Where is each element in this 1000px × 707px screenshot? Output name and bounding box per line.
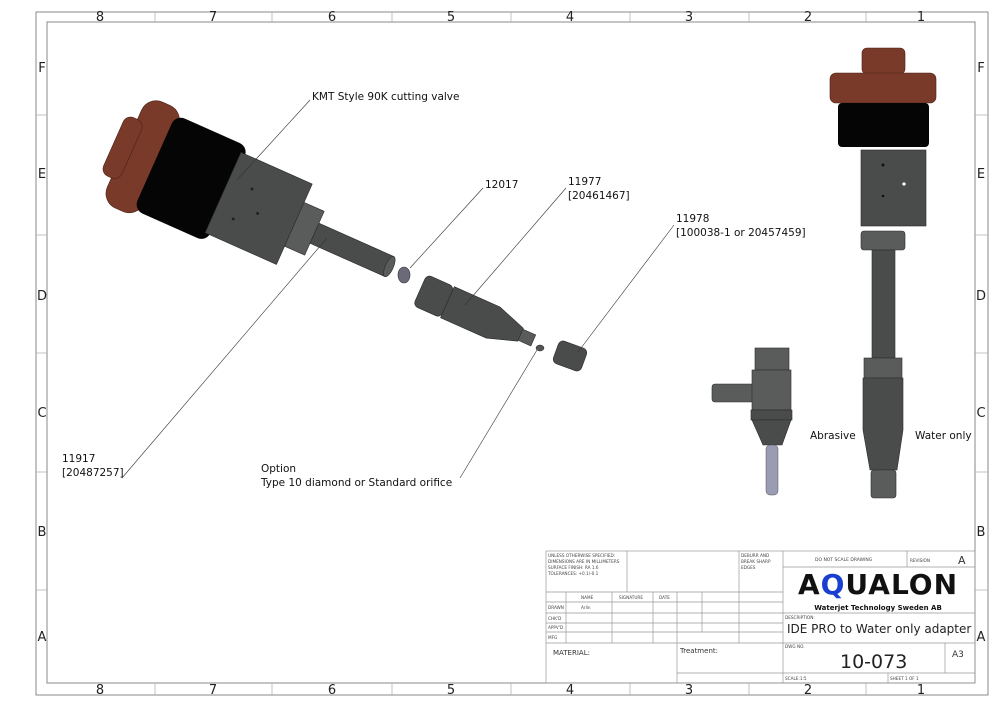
spec-note: TOLERANCES: +0.1/-0.1 <box>547 571 599 576</box>
callout-nozzle-body-part-no: [20461467] <box>568 190 630 202</box>
water-only-assembly <box>829 47 937 499</box>
zone-column-label: 8 <box>96 683 104 698</box>
header-date: DATE <box>659 595 670 600</box>
callout-orifice: Option <box>261 463 296 475</box>
zone-dividers <box>36 12 988 695</box>
row-labels-right: F E D C B A <box>976 61 986 645</box>
zone-column-label: 2 <box>804 10 812 25</box>
zone-row-label: C <box>37 406 46 421</box>
callout-orifice-type: Type 10 diamond or Standard orifice <box>260 477 452 489</box>
drawn-by: Arlin <box>581 605 591 610</box>
orifice-option <box>535 344 545 352</box>
cutting-valve-exploded <box>102 100 396 278</box>
zone-column-label: 6 <box>328 683 336 698</box>
adapter-shaft <box>309 222 395 278</box>
label-water-only: Water only <box>915 430 972 442</box>
zone-row-label: D <box>37 289 47 304</box>
row-label: APPV'D <box>548 625 563 630</box>
callout-labels: KMT Style 90K cutting valve 12017 11977 … <box>62 91 972 489</box>
zone-column-label: 1 <box>917 683 925 698</box>
deburr-note: EDGES <box>741 565 756 570</box>
row-label: DRAWN <box>548 605 564 610</box>
callout-seal: 12017 <box>485 179 518 191</box>
zone-column-label: 1 <box>917 10 925 25</box>
zone-row-label: B <box>38 525 47 540</box>
zone-column-label: 6 <box>328 10 336 25</box>
deburr-note: DEBURR AND <box>741 553 769 558</box>
row-label: MFG <box>548 635 557 640</box>
zone-column-label: 7 <box>209 10 217 25</box>
callout-adapter-part-no: [20487257] <box>62 467 124 479</box>
drawing-number: 10-073 <box>840 651 907 673</box>
deburr-note: BREAK SHARP <box>741 559 771 564</box>
zone-column-label: 5 <box>447 683 455 698</box>
seal-12017 <box>397 266 411 284</box>
callout-valve: KMT Style 90K cutting valve <box>312 91 459 103</box>
dwg-no-label: DWG NO. <box>785 644 805 649</box>
zone-row-label: F <box>38 61 45 76</box>
zone-row-label: A <box>38 630 47 645</box>
sheet-size: A3 <box>952 650 964 660</box>
zone-column-label: 3 <box>685 683 693 698</box>
zone-row-label: E <box>38 167 46 182</box>
sheet-number: SHEET 1 OF 1 <box>890 676 919 681</box>
zone-row-label: F <box>977 61 984 76</box>
callout-adapter: 11917 <box>62 453 95 465</box>
row-label: CHK'D <box>548 616 561 621</box>
revision-label: REVISION <box>910 558 930 563</box>
zone-column-label: 7 <box>209 683 217 698</box>
do-not-scale-note: DO NOT SCALE DRAWING <box>815 557 873 563</box>
zone-column-label: 8 <box>96 10 104 25</box>
material-label: MATERIAL: <box>553 649 590 657</box>
callout-nut-part-no: [100038-1 or 20457459] <box>676 227 806 239</box>
callout-nozzle-body: 11977 <box>568 176 601 188</box>
zone-column-label: 5 <box>447 10 455 25</box>
scale-value: SCALE:1:5 <box>785 676 807 681</box>
treatment-label: Treatment: <box>679 647 718 655</box>
row-labels-left: F E D C B A <box>37 61 47 645</box>
spec-note: DIMENSIONS ARE IN MILLIMETERS <box>548 559 620 564</box>
spec-note: UNLESS OTHERWISE SPECIFIED: <box>548 553 615 558</box>
leader-lines <box>121 99 675 479</box>
header-name: NAME <box>581 595 594 600</box>
zone-column-label: 4 <box>566 10 574 25</box>
logo-subtitle: Waterjet Technology Sweden AB <box>814 604 942 612</box>
spec-note: SURFACE FINISH: RA 1.6 <box>548 565 599 570</box>
zone-column-label: 4 <box>566 683 574 698</box>
revision-value: A <box>958 554 966 567</box>
zone-column-label: 3 <box>685 10 693 25</box>
label-abrasive: Abrasive <box>810 430 856 442</box>
callout-nut: 11978 <box>676 213 709 225</box>
zone-row-label: B <box>977 525 986 540</box>
header-signature: SIGNATURE <box>619 595 643 600</box>
column-labels-top: 8 7 6 5 4 3 2 1 <box>96 10 925 25</box>
drawing-description: IDE PRO to Water only adapter <box>787 622 971 636</box>
zone-row-label: C <box>976 406 985 421</box>
nut-11978 <box>552 340 588 372</box>
title-block: UNLESS OTHERWISE SPECIFIED: DIMENSIONS A… <box>545 550 976 684</box>
outer-border <box>35 11 989 696</box>
abrasive-head <box>711 347 793 496</box>
zone-column-label: 2 <box>804 683 812 698</box>
nozzle-body-11977 <box>414 275 537 347</box>
column-labels-bottom: 8 7 6 5 4 3 2 1 <box>96 683 925 698</box>
valve-cap-knob <box>102 116 143 179</box>
description-label: DESCRIPTION: <box>785 615 815 620</box>
zone-row-label: A <box>977 630 986 645</box>
logo-aqualon: AQUALON <box>798 568 958 601</box>
zone-row-label: D <box>976 289 986 304</box>
zone-row-label: E <box>977 167 985 182</box>
